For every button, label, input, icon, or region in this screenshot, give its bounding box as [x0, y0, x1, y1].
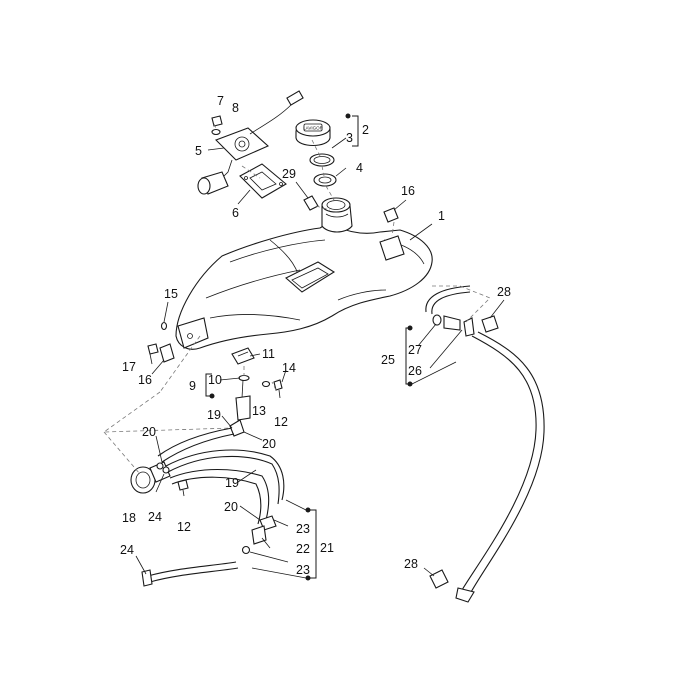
callout-7: 7 [217, 94, 224, 108]
callout-numbers: 1 2 3 4 5 6 7 8 9 10 11 12 12 13 14 15 1… [120, 94, 511, 577]
clip-16-top [383, 207, 399, 223]
callout-28-bottom: 28 [404, 557, 418, 571]
callout-5: 5 [195, 144, 202, 158]
pipe-fittings [241, 515, 277, 555]
callout-15: 15 [164, 287, 178, 301]
fuel-cap: LAVIGOR [295, 119, 331, 147]
cap-gasket [309, 153, 335, 167]
filler-ring [313, 173, 337, 187]
callout-25: 25 [381, 353, 395, 367]
callout-10: 10 [208, 373, 222, 387]
callout-12-left: 12 [177, 520, 191, 534]
screw-group-right [261, 379, 283, 399]
callout-3: 3 [346, 131, 353, 145]
callout-8: 8 [232, 101, 239, 115]
callout-9: 9 [189, 379, 196, 393]
callout-22: 22 [296, 542, 310, 556]
callout-24-left: 24 [148, 510, 162, 524]
pump-gasket [239, 163, 287, 199]
callout-23-top: 23 [296, 522, 310, 536]
fuel-tap [229, 374, 251, 437]
callout-1: 1 [438, 209, 445, 223]
callout-20-right: 20 [262, 437, 276, 451]
callout-29: 29 [282, 167, 296, 181]
callout-17: 17 [122, 360, 136, 374]
screw-7 [211, 115, 223, 136]
callout-4: 4 [356, 161, 363, 175]
callout-26: 26 [408, 364, 422, 378]
callout-27: 27 [408, 343, 422, 357]
callout-19-top: 19 [207, 408, 221, 422]
callout-12-right: 12 [274, 415, 288, 429]
tap-assembly-18 [130, 461, 171, 494]
callout-6: 6 [232, 206, 239, 220]
cap-brand-text: LAVIGOR [303, 126, 323, 131]
connector-28-bottom [429, 569, 449, 589]
screw-12-left [177, 479, 189, 497]
drain-hose-24 [141, 561, 239, 587]
callout-20-left: 20 [142, 425, 156, 439]
callout-23-bottom: 23 [296, 563, 310, 577]
leader-lines [135, 137, 505, 577]
callout-21: 21 [320, 541, 334, 555]
callout-16-left: 16 [138, 373, 152, 387]
callout-20-bottom: 20 [224, 500, 238, 514]
reference-lines [102, 123, 491, 475]
group-brackets [205, 113, 457, 581]
vent-valve-29 [303, 195, 319, 211]
fuel-tank [175, 221, 433, 350]
clamp-11 [231, 347, 255, 365]
callout-14: 14 [282, 361, 296, 375]
callout-24-bottom: 24 [120, 543, 134, 557]
vent-hose [425, 285, 545, 603]
filler-neck [321, 197, 353, 233]
callout-18: 18 [122, 511, 136, 525]
fuel-pump-assembly [197, 90, 304, 195]
callout-19-bottom: 19 [225, 476, 239, 490]
callout-16-top: 16 [401, 184, 415, 198]
callout-2: 2 [362, 123, 369, 137]
callout-28-top: 28 [497, 285, 511, 299]
small-parts-left [147, 321, 175, 363]
callout-13: 13 [252, 404, 266, 418]
fuel-pipes [157, 427, 285, 525]
callout-11: 11 [262, 347, 275, 361]
